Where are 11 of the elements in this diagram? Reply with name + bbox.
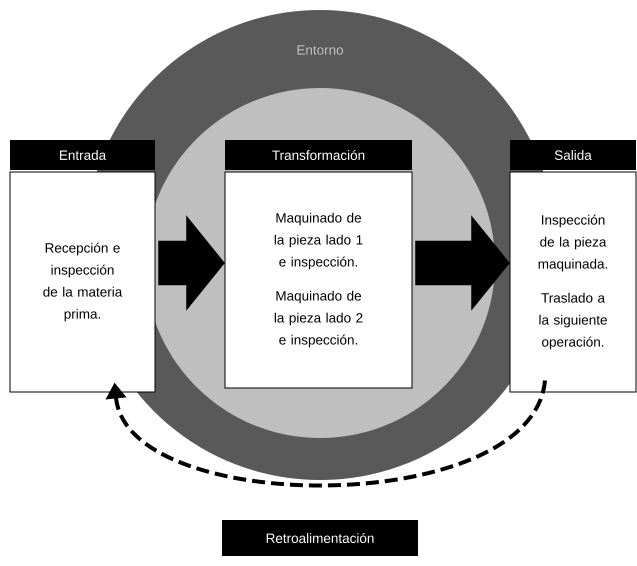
header-label: Entrada	[10, 140, 155, 170]
edge-label: Retroalimentación	[222, 520, 418, 556]
header-label: Transformación	[225, 140, 412, 170]
text-box: Recepción e inspección de la materia prima.	[10, 172, 156, 392]
block-arrow	[415, 216, 510, 310]
circle-label: Entorno	[297, 45, 344, 55]
feedback-arrow	[106, 380, 547, 488]
text-box: Inspección de la pieza maquinada. Traslado a la siguiente operación.	[510, 172, 636, 392]
header-label: Salida	[510, 140, 636, 170]
block-arrow	[158, 216, 225, 310]
text-box: Maquinado de la pieza lado 1 e inspección. Maquinado de la pieza lado 2 e inspección.	[224, 172, 412, 388]
